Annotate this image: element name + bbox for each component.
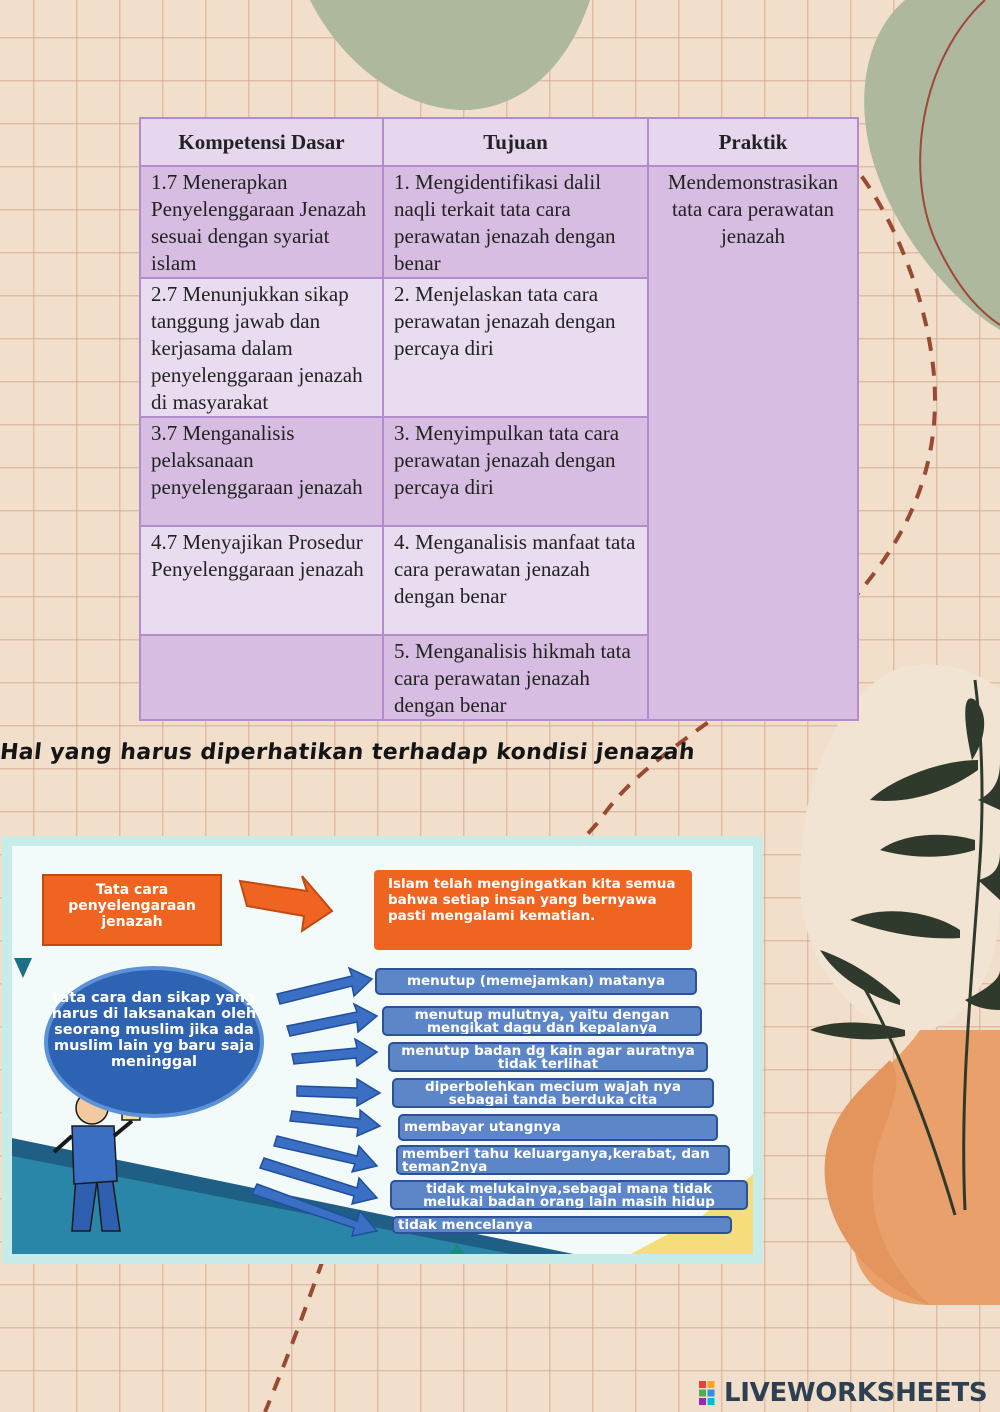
tujuan-cell: 4. Menganalisis manfaat tata cara perawa… — [382, 525, 649, 636]
ellipse-sikap: tata cara dan sikap yang harus di laksan… — [44, 966, 264, 1118]
kompetensi-cell: 3.7 Menganalisis pelaksanaan penyelengga… — [139, 416, 384, 527]
tujuan-cell: 5. Menganalisis hikmah tata cara perawat… — [382, 634, 649, 721]
sage-blob-right — [864, 0, 1000, 330]
praktik-cell: Mendemonstrasikan tata cara perawatan je… — [647, 165, 859, 721]
plant-leaves — [810, 698, 1000, 1040]
table-row: 2.7 Menunjukkan sikap tanggung jawab dan… — [139, 277, 858, 418]
tujuan-cell: 3. Menyimpulkan tata cara perawatan jena… — [382, 416, 649, 527]
table-row: 1.7 Menerapkan Penyelenggaraan Jenazah s… — [139, 165, 859, 721]
list-item: menutup (memejamkan) matanya — [375, 968, 697, 995]
slide-frame — [2, 836, 763, 1264]
header-kompetensi: Kompetensi Dasar — [139, 117, 384, 167]
plant-stems — [858, 679, 984, 1216]
list-item: tidak mencelanya — [392, 1216, 732, 1234]
liveworksheets-logo: LIVEWORKSHEETS — [698, 1378, 988, 1408]
sage-blob-top — [310, 0, 590, 111]
kompetensi-cell: 4.7 Menyajikan Prosedur Penyelenggaraan … — [139, 525, 384, 636]
liveworksheets-wordmark: LIVEWORKSHEETS — [724, 1378, 988, 1408]
list-item: menutup mulutnya, yaitu dengan mengikat … — [382, 1006, 702, 1036]
header-tujuan: Tujuan — [382, 117, 649, 167]
banner-tata-cara: Tata cara penyelengaraan jenazah — [42, 874, 222, 946]
kompetensi-cell: 1.7 Menerapkan Penyelenggaraan Jenazah s… — [139, 165, 384, 279]
banner-kematian: Islam telah mengingatkan kita semua bahw… — [374, 870, 692, 950]
vase-shadow — [824, 1060, 930, 1305]
tujuan-cell: 2. Menjelaskan tata cara perawatan jenaz… — [382, 277, 649, 418]
competency-table: Kompetensi Dasar Tujuan Praktik 1.7 Mene… — [139, 117, 859, 721]
kompetensi-cell-empty — [139, 634, 384, 721]
table-row: 3.7 Menganalisis pelaksanaan penyelengga… — [139, 416, 858, 527]
tujuan-cell: 1. Mengidentifikasi dalil naqli terkait … — [382, 165, 649, 279]
kompetensi-cell: 2.7 Menunjukkan sikap tanggung jawab dan… — [139, 277, 384, 418]
vase-shape — [853, 1030, 1000, 1305]
arc-line-right — [919, 0, 1000, 326]
list-item: memberi tahu keluarganya,kerabat, dan te… — [396, 1145, 730, 1175]
list-item: membayar utangnya — [398, 1114, 718, 1141]
slide-image: Tata cara penyelengaraan jenazah Islam t… — [2, 836, 763, 1264]
section-heading: Hal yang harus diperhatikan terhadap kon… — [0, 740, 697, 765]
list-item: diperbolehkan mecium wajah nya sebagai t… — [392, 1078, 714, 1108]
table-header-row: Kompetensi Dasar Tujuan Praktik — [139, 117, 859, 167]
list-item: tidak melukainya,sebagai mana tidak melu… — [390, 1180, 748, 1210]
liveworksheets-icon — [699, 1381, 715, 1405]
table-row: 5. Menganalisis hikmah tata cara perawat… — [139, 634, 858, 721]
list-item: menutup badan dg kain agar auratnya tida… — [388, 1042, 708, 1072]
table-row: 4.7 Menyajikan Prosedur Penyelenggaraan … — [139, 525, 858, 636]
header-praktik: Praktik — [647, 117, 859, 167]
